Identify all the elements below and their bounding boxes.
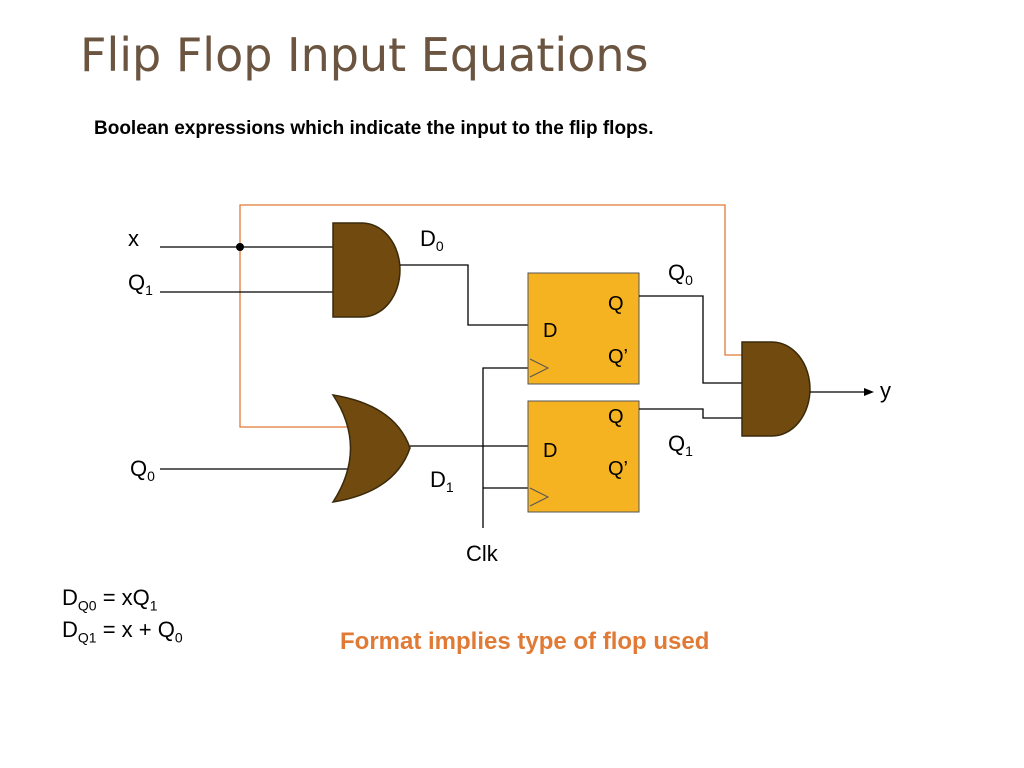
clock-triangle-icon (529, 358, 550, 378)
label-d0: D0 (420, 226, 444, 254)
ff0-q-label: Q (608, 293, 624, 315)
label-d1: D1 (430, 467, 454, 495)
feedback-wire-to-or (239, 247, 355, 428)
ff1-qbar-label: Q’ (608, 458, 628, 480)
junction-dot (236, 243, 244, 251)
wire-q1-out (639, 408, 742, 419)
slide-subtitle: Boolean expressions which indicate the i… (94, 118, 654, 139)
label-q1-out: Q1 (668, 431, 693, 459)
ff1-d-label: D (543, 440, 557, 462)
wire-clk (482, 367, 528, 528)
wire-q0-out (639, 295, 742, 384)
slide-title: Flip Flop Input Equations (80, 28, 649, 82)
flop-type-note: Format implies type of flop used (340, 628, 710, 655)
label-y: y (880, 378, 891, 403)
clock-triangle-icon (529, 487, 550, 507)
label-q1-in: Q1 (128, 270, 153, 298)
equation-dq0: DQ0 = xQ1 (62, 585, 158, 614)
flip-flop-0 (527, 272, 640, 385)
label-q0-out: Q0 (668, 260, 693, 288)
label-clk: Clk (466, 541, 499, 566)
and-gate-d0 (332, 222, 401, 318)
ff0-d-label: D (543, 320, 557, 342)
ff1-q-label: Q (608, 406, 624, 428)
arrow-icon (864, 388, 874, 396)
label-x: x (128, 226, 139, 251)
flip-flop-1 (527, 400, 640, 513)
equation-dq1: DQ1 = x + Q0 (62, 617, 183, 646)
label-q0-in: Q0 (130, 456, 155, 484)
wire-d0 (400, 264, 528, 326)
or-gate-d1 (331, 393, 411, 504)
feedback-wire (239, 204, 742, 356)
and-gate-y (741, 341, 811, 437)
ff0-qbar-label: Q’ (608, 346, 628, 368)
